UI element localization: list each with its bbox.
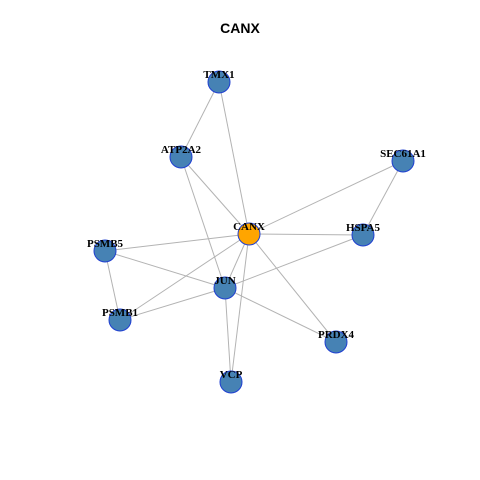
node-atp2a2 xyxy=(169,145,193,169)
edge-psmb5-psmb1 xyxy=(104,250,121,321)
node-label-tmx1: TMX1 xyxy=(203,69,234,81)
edge-jun-psmb1 xyxy=(119,287,226,321)
node-label-prdx4: PRDX4 xyxy=(318,329,355,341)
node-label-sec61a1: SEC61A1 xyxy=(380,148,426,160)
node-psmb5 xyxy=(93,239,117,263)
node-hspa5 xyxy=(351,223,375,247)
edge-sec61a1-canx xyxy=(248,160,404,235)
node-psmb1 xyxy=(108,308,132,332)
node-layer xyxy=(93,70,415,394)
edge-atp2a2-canx xyxy=(180,156,250,235)
edge-tmx1-canx xyxy=(218,81,250,235)
node-vcp xyxy=(219,370,243,394)
edge-canx-psmb5 xyxy=(104,233,250,252)
node-prdx4 xyxy=(324,330,348,354)
node-label-psmb5: PSMB5 xyxy=(87,238,124,250)
node-label-hspa5: HSPA5 xyxy=(346,222,381,234)
edge-jun-prdx4 xyxy=(224,287,337,343)
edge-psmb5-jun xyxy=(104,250,226,289)
node-label-vcp: VCP xyxy=(220,369,243,381)
edge-layer xyxy=(104,81,404,383)
edge-atp2a2-jun xyxy=(180,156,226,289)
edge-tmx1-atp2a2 xyxy=(180,81,220,158)
edge-canx-psmb1 xyxy=(119,233,250,321)
node-jun xyxy=(213,276,237,300)
edge-canx-hspa5 xyxy=(248,233,364,236)
node-tmx1 xyxy=(207,70,231,94)
edge-jun-hspa5 xyxy=(224,234,364,289)
node-sec61a1 xyxy=(391,149,415,173)
node-label-canx: CANX xyxy=(233,221,265,233)
node-label-psmb1: PSMB1 xyxy=(102,307,138,319)
node-canx xyxy=(237,222,261,246)
edge-sec61a1-hspa5 xyxy=(362,160,404,236)
node-label-jun: JUN xyxy=(214,275,235,287)
graph-title: CANX xyxy=(220,20,260,36)
edge-canx-prdx4 xyxy=(248,233,337,343)
node-label-atp2a2: ATP2A2 xyxy=(161,144,202,156)
edge-jun-vcp xyxy=(224,287,232,383)
edge-canx-vcp xyxy=(230,233,250,383)
